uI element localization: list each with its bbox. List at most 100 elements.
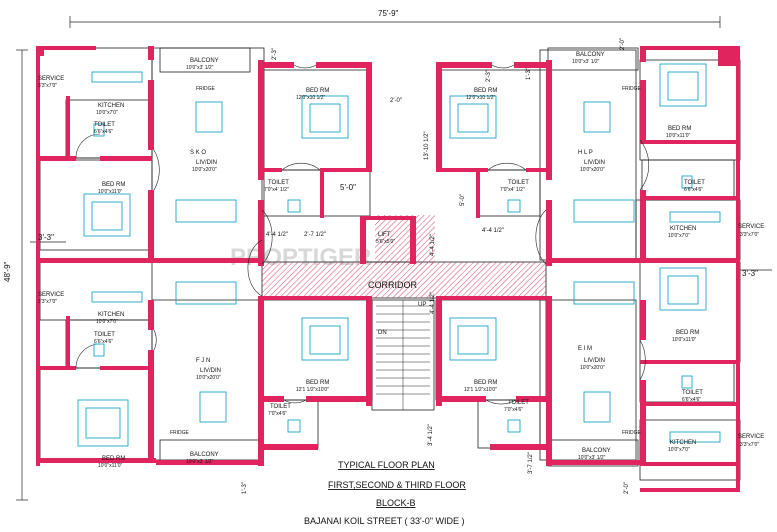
room-bed-bl: BED RM [102, 456, 125, 462]
fridge-label-tr: FRIDGE [622, 86, 642, 92]
room-bed-tr-size: 10'0"x11'0" [666, 133, 690, 139]
room-bed-tlc: BED RM [306, 88, 329, 94]
room-bed-r2: BED RM [676, 330, 699, 336]
stair-up: UP [418, 302, 426, 308]
dim-left-offset: 3'-3" [38, 233, 54, 242]
room-kitchen-tr-size: 10'0"x7'0" [668, 233, 690, 239]
room-bed-tl-size: 10'0"x11'0" [98, 189, 122, 195]
room-balcony-tl: BALCONY [190, 58, 219, 64]
room-liv-tl: LIV/DIN [196, 160, 217, 166]
dim-left-height: 48'-9" [3, 261, 12, 282]
fridge-label-bl: FRIDGE [170, 430, 190, 436]
room-toilet-tr-size: 6'6"x4'6" [684, 187, 703, 193]
room-balcony-tl-size: 10'0"x3' 1/2" [186, 65, 214, 71]
furniture [77, 63, 721, 447]
dim-corridor-left-b: 2'-7 1/2" [304, 232, 326, 238]
room-service-bl: SERVICE [38, 292, 64, 298]
room-toilet-trc: TOILET [508, 180, 529, 186]
flat-codes-br: E I M [578, 346, 592, 352]
dim-top-width: 75'-9" [378, 9, 399, 18]
room-bed-blc: BED RM [306, 380, 329, 386]
room-balcony-bl-size: 10'0"x3' 1/2" [186, 459, 214, 465]
room-corridor: CORRIDOR [368, 280, 417, 290]
room-lift: LIFT [378, 232, 391, 238]
room-service-br: SERVICE [738, 434, 764, 440]
room-bed-tl: BED RM [102, 182, 125, 188]
dim-center-v1: 5'-0" [340, 183, 356, 192]
dim-bottom-left-tiny: 1'-3" [242, 482, 248, 494]
room-liv-tl-size: 10'0"x20'0" [192, 167, 217, 173]
room-toilet-blc: TOILET [270, 404, 291, 410]
room-toilet-tl-size: 6'6"x4'6" [94, 129, 113, 135]
room-liv-bl: LIV/DIN [200, 368, 221, 374]
room-kitchen-br: KITCHEN [670, 440, 696, 446]
room-kitchen-bl-size: 10'0"x7'0" [96, 319, 118, 325]
street-label: BAJANAI KOIL STREET ( 33'-0" WIDE ) [304, 516, 464, 526]
fridge-label-tl: FRIDGE [196, 86, 216, 92]
room-balcony-br-size: 10'0"x3' 1/2" [578, 455, 606, 461]
room-toilet-tlc: TOILET [268, 180, 289, 186]
room-bed-brc: BED RM [474, 380, 497, 386]
room-balcony-tr: BALCONY [576, 52, 605, 58]
room-service-tl-size: 3'3"x7'0" [38, 83, 57, 89]
room-liv-tr-size: 10'0"x20'0" [580, 167, 605, 173]
room-liv-bl-size: 10'0"x20'0" [196, 375, 221, 381]
dim-vertical-mid: 13'-10 1/2" [424, 131, 430, 160]
stair-down: DN [378, 330, 387, 336]
room-liv-br-size: 10'0"x20'0" [580, 365, 605, 371]
room-bed-trc-size: 12'0"x10 1/2" [466, 95, 495, 101]
room-bed-bl-size: 10'0"x11'0" [98, 463, 122, 469]
room-toilet-tl: TOILET [94, 122, 115, 128]
dim-bottom-right-small: 3'-7 1/2" [528, 452, 534, 474]
dim-bottom-left-small: 3'-4 1/2" [428, 424, 434, 446]
room-kitchen-bl: KITCHEN [98, 312, 124, 318]
staircase [376, 300, 430, 410]
room-lift-size: 5'6"x5'0" [376, 239, 395, 245]
room-toilet-blc-size: 7'0"x4'6" [268, 411, 287, 417]
room-kitchen-br-size: 10'0"x7'0" [668, 447, 690, 453]
room-toilet-brc-size: 7'0"x4'6" [504, 407, 523, 413]
room-liv-tr: LIV/DIN [584, 160, 605, 166]
room-balcony-br: BALCONY [582, 448, 611, 454]
room-service-tr: SERVICE [738, 224, 764, 230]
plan-title-line1: TYPICAL FLOOR PLAN [338, 460, 435, 470]
dim-top-center-left: 2'-3" [272, 48, 278, 60]
room-bed-blc-size: 12'1 1/2"x10'0" [296, 387, 329, 393]
dim-bottom-right-tiny: 2'-0" [624, 482, 630, 494]
flat-codes-tl: S K O [190, 150, 206, 156]
dim-corridor-left-a: 4'-4 1/2" [266, 232, 288, 238]
dim-right-offset: 3'-3" [742, 269, 758, 278]
room-bed-r2-size: 10'0"x11'0" [672, 337, 696, 343]
room-kitchen-tl: KITCHEN [98, 103, 124, 109]
room-bed-tr: BED RM [668, 126, 691, 132]
fridge-label-br: FRIDGE [622, 430, 642, 436]
room-bed-trc: BED RM [474, 88, 497, 94]
dim-top-center-right: 2'-3" [486, 70, 492, 82]
room-service-br-size: 3'3"x7'0" [740, 442, 759, 448]
walls [36, 46, 740, 492]
room-kitchen-tr: KITCHEN [670, 226, 696, 232]
flat-codes-bl: F J N [196, 358, 210, 364]
room-balcony-bl: BALCONY [190, 452, 219, 458]
flat-codes-tr: H L P [578, 150, 593, 156]
room-toilet-trc-size: 7'0"x4' 1/2" [500, 187, 525, 193]
corridor-upper [375, 215, 435, 265]
plan-title-line3: BLOCK-B [376, 498, 416, 508]
room-bed-brc-size: 12'1 1/2"x10'0" [464, 387, 497, 393]
dimension-lines [16, 16, 772, 501]
dim-center-v3: 4'-4 1/2" [430, 292, 436, 314]
dim-corridor-right-a: 4'-4 1/2" [482, 228, 504, 234]
room-balcony-tr-size: 10'0"x3' 1/2" [572, 59, 600, 65]
room-toilet-br: TOILET [682, 390, 703, 396]
dim-top-center-mid: 1'-3" [526, 68, 532, 80]
room-toilet-bl: TOILET [94, 332, 115, 338]
room-kitchen-tl-size: 10'0"x7'0" [96, 110, 118, 116]
dim-top-right-small: 2'-0" [620, 38, 626, 50]
corridor-floor [261, 261, 547, 299]
plan-title-line2: FIRST,SECOND & THIRD FLOOR [328, 480, 466, 490]
dim-center-v2: 5'-0" [460, 194, 466, 206]
dim-corridor-right-b: 4'-4 1/2" [430, 234, 436, 256]
dim-top-left-small: 2'-0" [390, 98, 402, 104]
room-toilet-br-size: 6'6"x4'6" [682, 397, 701, 403]
